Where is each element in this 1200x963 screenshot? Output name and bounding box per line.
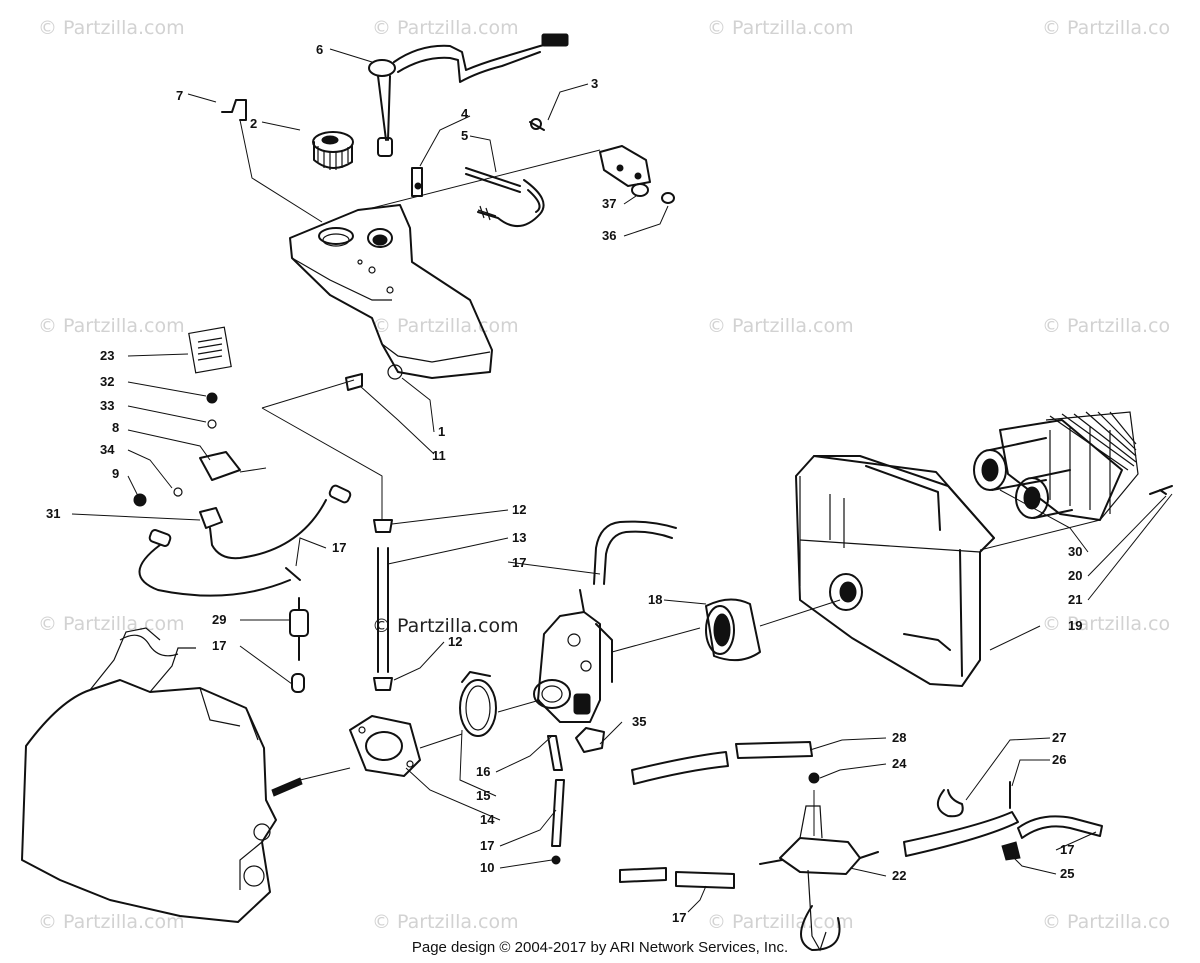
air-boot [705,598,761,662]
callout-19: 19 [1068,618,1082,633]
callout-2: 2 [250,116,257,131]
callout-27: 27 [1052,730,1066,745]
callout-17-left: 17 [332,540,346,555]
callout-30: 30 [1068,544,1082,559]
inline-fuel-filter [289,597,309,693]
watermark: © Partzilla.com [372,911,519,933]
callout-1: 1 [438,424,445,439]
callout-11: 11 [432,448,446,463]
carburetor [533,589,613,723]
vent-hose [593,520,677,585]
hose-17e [1017,815,1103,839]
callout-20: 20 [1068,568,1082,583]
oil-tank [289,204,493,380]
callout-32: 32 [100,374,114,389]
callout-18: 18 [648,592,662,607]
watermark: © Partzilla.com [707,315,854,337]
tank-cap [312,131,354,170]
fuel-line-vertical [261,373,393,691]
watermark: © Partzilla.com [38,613,185,635]
callout-33: 33 [100,398,114,413]
air-silencer [795,455,995,687]
callout-14: 14 [480,812,495,827]
watermark-layer: © Partzilla.com © Partzilla.com © Partzi… [38,17,1170,933]
fuel-pump [759,772,879,952]
fitting-group-left [133,326,352,597]
hose-22-left-b [675,871,735,889]
callout-35: 35 [632,714,646,729]
callout-9: 9 [112,466,119,481]
callout-12-top: 12 [512,502,526,517]
callout-17-vent: 17 [512,555,526,570]
callout-13: 13 [512,530,526,545]
watermark: © Partzilla.com [38,911,185,933]
callout-17-filter: 17 [212,638,226,653]
center-watermark: © Partzilla.com [372,615,519,637]
callout-23: 23 [100,348,114,363]
clip-27 [937,789,964,818]
lower-hoses [547,727,605,865]
callout-31: 31 [46,506,60,521]
callout-26: 26 [1052,752,1066,767]
callout-15: 15 [476,788,490,803]
callout-3: 3 [591,76,598,91]
intake-tubes [973,411,1173,521]
callout-29: 29 [212,612,226,627]
callout-labels: 6 3 7 2 4 5 37 36 23 32 33 8 34 9 31 1 1… [46,42,1082,925]
callout-6: 6 [316,42,323,57]
callout-17-bottom: 17 [672,910,686,925]
clamp-25 [1001,841,1021,861]
bracket [221,99,247,121]
watermark: © Partzilla.co [1042,315,1170,337]
callout-4: 4 [461,106,469,121]
copyright-footer: Page design © 2004-2017 by ARI Network S… [412,939,788,956]
watermark: © Partzilla.co [1042,613,1170,635]
callout-28: 28 [892,730,906,745]
callout-37: 37 [602,196,616,211]
callout-7: 7 [176,88,183,103]
hose-right [903,811,1019,857]
callout-8: 8 [112,420,119,435]
callout-10: 10 [480,860,494,875]
fittings-top [411,118,675,227]
callout-36: 36 [602,228,616,243]
watermark: © Partzilla.com [38,315,185,337]
hose-long [631,751,729,785]
watermark: © Partzilla.com [707,911,854,933]
callout-21: 21 [1068,592,1082,607]
intake-flange [349,715,421,777]
watermark: © Partzilla.co [1042,911,1170,933]
watermark: © Partzilla.com [372,315,519,337]
callout-17-carb: 17 [480,838,494,853]
callout-24: 24 [892,756,907,771]
engine [21,627,303,923]
part-drawings [21,33,1173,952]
watermark: © Partzilla.co [1042,17,1170,39]
hose-22-left-a [619,867,667,883]
watermark: © Partzilla.com [38,17,185,39]
hose-28 [735,741,813,759]
callout-12-bottom: 12 [448,634,462,649]
watermark: © Partzilla.com [372,17,519,39]
callout-17-right: 17 [1060,842,1074,857]
callout-5: 5 [461,128,468,143]
leader-lines [71,48,1173,913]
watermark: © Partzilla.com [707,17,854,39]
callout-25: 25 [1060,866,1074,881]
callout-16: 16 [476,764,490,779]
level-sender [368,33,569,157]
intake-clamp [459,671,497,737]
callout-22: 22 [892,868,906,883]
callout-34: 34 [100,442,115,457]
